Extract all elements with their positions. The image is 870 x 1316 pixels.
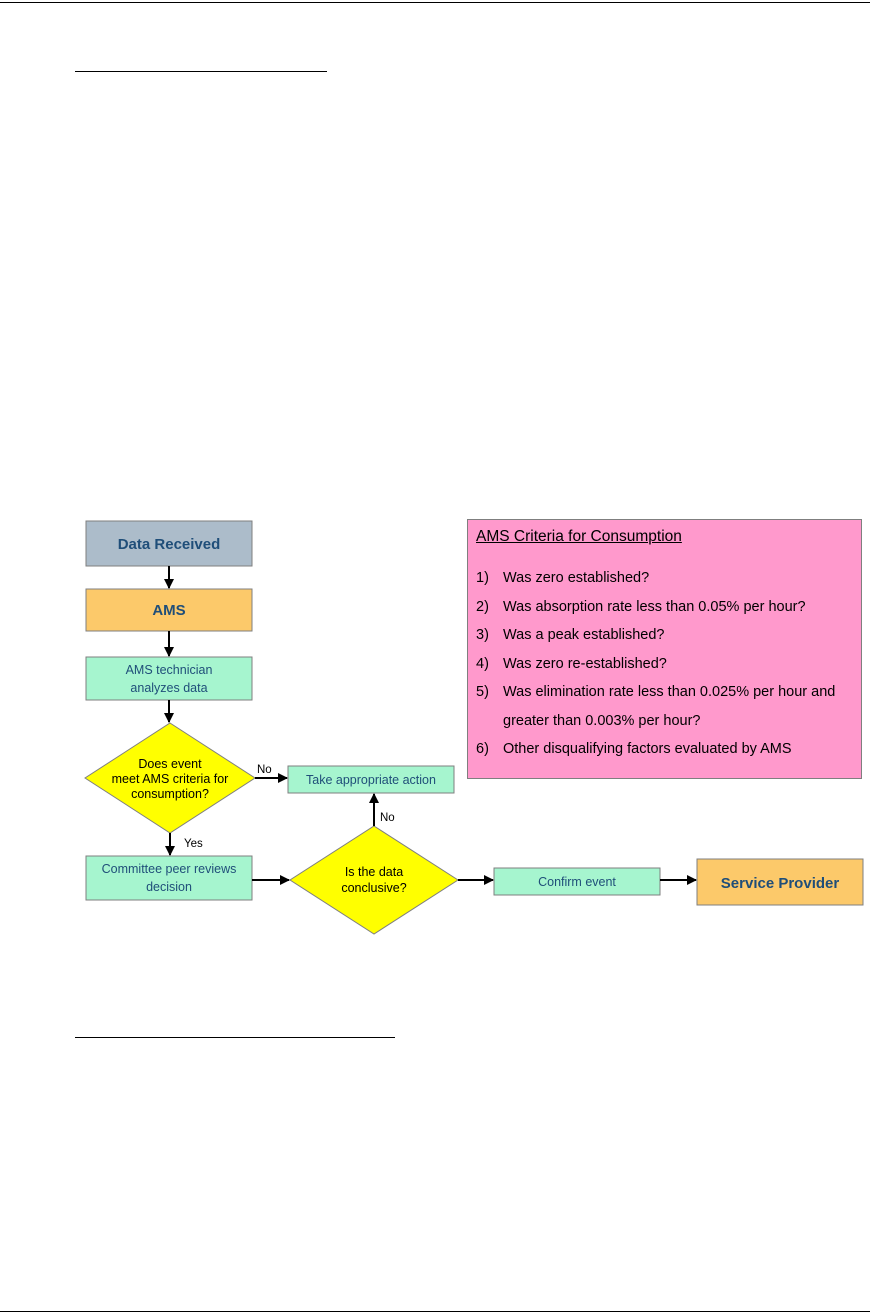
criteria-item-text: Was zero re-established?: [503, 655, 667, 672]
criteria-item-text: Was zero established?: [503, 570, 650, 586]
edge-label-no-conclusive: No: [380, 812, 395, 824]
criteria-item-text: Was absorption rate less than 0.05% per …: [503, 598, 806, 615]
data-received-box: Data Received: [85, 520, 253, 567]
edge-label-yes: Yes: [184, 838, 203, 850]
criteria-decision-diamond: Does event meet AMS criteria for consump…: [84, 722, 256, 834]
section-heading-underline: [75, 1037, 395, 1038]
criteria-item: 5) Was elimination rate less than 0.025%…: [476, 678, 861, 735]
edge-label-no-criteria: No: [257, 764, 272, 776]
criteria-item-number: 2): [476, 598, 489, 615]
criteria-decision-line3: consumption?: [131, 787, 209, 801]
criteria-item-text: Other disqualifying factors evaluated by…: [503, 741, 792, 757]
technician-label-line2: analyzes data: [130, 681, 207, 695]
criteria-item-number: 5): [476, 684, 489, 700]
take-action-box: Take appropriate action: [287, 765, 455, 794]
criteria-item: 2) Was absorption rate less than 0.05% p…: [476, 593, 861, 622]
criteria-item: 3) Was a peak established?: [476, 621, 861, 650]
take-action-label: Take appropriate action: [306, 773, 436, 787]
criteria-item: 4) Was zero re-established?: [476, 650, 861, 679]
confirm-event-box: Confirm event: [493, 867, 661, 896]
data-received-label: Data Received: [118, 536, 221, 553]
criteria-item: 1) Was zero established?: [476, 564, 861, 593]
peer-review-box: Committee peer reviews decision: [85, 855, 253, 901]
bottom-rule: [0, 1311, 870, 1312]
criteria-decision-line2: meet AMS criteria for: [112, 772, 229, 786]
criteria-list: 1) Was zero established? 2) Was absorpti…: [476, 564, 861, 764]
technician-label-line1: AMS technician: [126, 663, 213, 677]
top-rule: [0, 2, 870, 3]
peer-review-line1: Committee peer reviews: [102, 862, 237, 876]
conclusive-decision-line2: conclusive?: [341, 881, 406, 895]
ams-label: AMS: [152, 602, 185, 619]
criteria-item-text: Was elimination rate less than 0.025% pe…: [503, 684, 836, 729]
criteria-item-number: 4): [476, 655, 489, 672]
conclusive-decision-diamond: Is the data conclusive?: [289, 825, 459, 935]
criteria-decision-line1: Does event: [138, 757, 202, 771]
criteria-panel: AMS Criteria for Consumption 1) Was zero…: [467, 519, 862, 779]
criteria-title: AMS Criteria for Consumption: [476, 528, 682, 545]
criteria-item-text: Was a peak established?: [503, 627, 665, 643]
conclusive-decision-line1: Is the data: [345, 865, 403, 879]
criteria-item-number: 6): [476, 741, 489, 757]
confirm-event-label: Confirm event: [538, 875, 616, 889]
technician-box: AMS technician analyzes data: [85, 656, 253, 701]
service-provider-box: Service Provider: [696, 858, 864, 906]
peer-review-line2: decision: [146, 880, 192, 894]
criteria-item-number: 1): [476, 570, 489, 586]
criteria-item: 6) Other disqualifying factors evaluated…: [476, 735, 861, 764]
section-heading-underline: [75, 71, 327, 72]
service-provider-label: Service Provider: [721, 875, 840, 892]
criteria-item-number: 3): [476, 627, 489, 643]
ams-box: AMS: [85, 588, 253, 632]
